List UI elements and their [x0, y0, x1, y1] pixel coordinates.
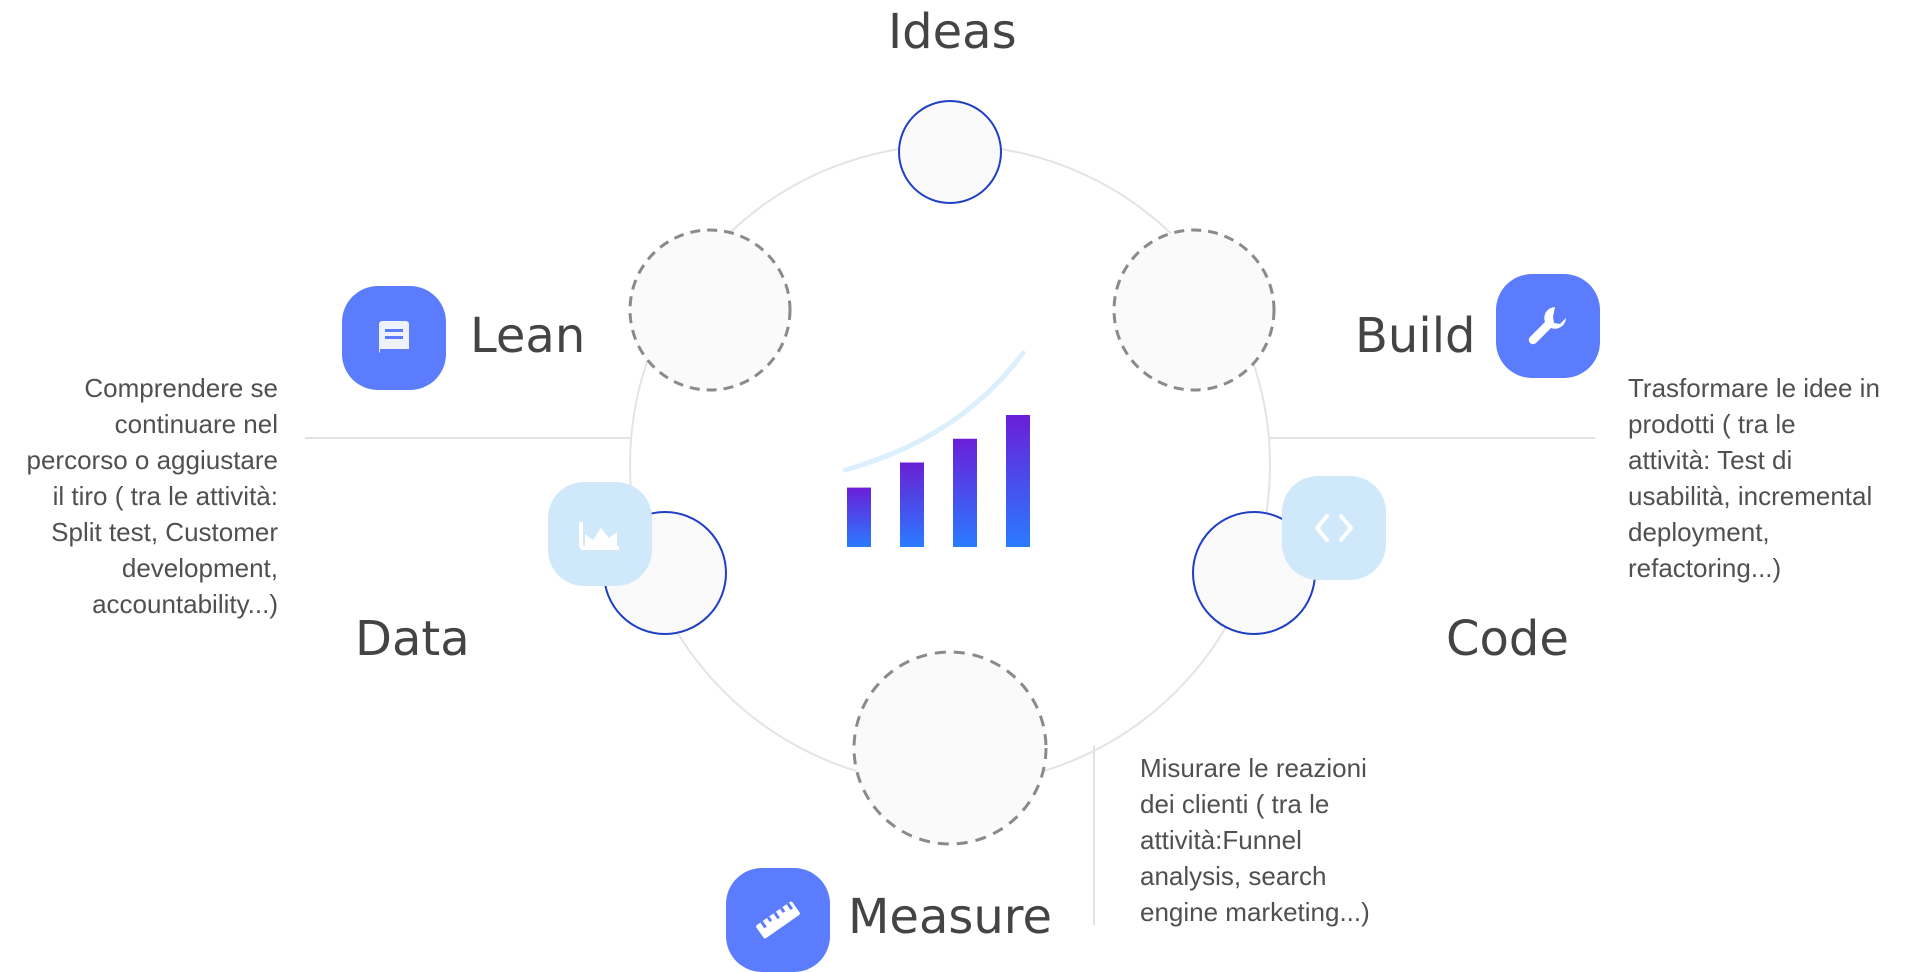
build-description-line: attività: Test di	[1628, 445, 1793, 475]
data-label: Data	[355, 611, 470, 667]
lean-description-line: il tiro ( tra le attività:	[52, 481, 278, 511]
measure-description-line: Misurare le reazioni	[1140, 753, 1367, 783]
chart-bar	[953, 438, 977, 547]
measure-node	[852, 650, 1048, 846]
central-bar-chart	[847, 415, 1030, 547]
measure-description-line: analysis, search	[1140, 861, 1327, 891]
chart-bar	[900, 462, 924, 547]
area-chart-icon	[579, 522, 619, 550]
ideas-node	[898, 100, 1002, 204]
build-node	[1112, 228, 1276, 392]
build-description: Trasformare le idee in prodotti ( tra le…	[1628, 370, 1903, 586]
lean-description-line: Comprendere se	[84, 373, 278, 403]
build-tile	[1496, 274, 1600, 378]
book-icon	[379, 321, 409, 354]
build-description-line: deployment,	[1628, 517, 1770, 547]
code-label: Code	[1446, 611, 1569, 667]
measure-description-line: dei clienti ( tra le	[1140, 789, 1330, 819]
growth-curve	[842, 350, 1026, 473]
lean-node	[628, 228, 792, 392]
lean-description-line: Split test, Customer	[51, 517, 278, 547]
code-brackets-icon	[1315, 514, 1353, 542]
measure-description-line: engine marketing...)	[1140, 897, 1370, 927]
wrench-icon	[1528, 307, 1566, 345]
lean-description-line: development,	[121, 553, 278, 583]
build-description-line: refactoring...)	[1628, 553, 1782, 583]
measure-tile	[726, 868, 830, 972]
lean-description: Comprendere se continuare nel percorso o…	[0, 370, 278, 622]
measure-description: Misurare le reazioni dei clienti ( tra l…	[1140, 750, 1410, 930]
ideas-label: Ideas	[888, 4, 1017, 60]
lean-description-line: continuare nel	[114, 409, 278, 439]
measure-label: Measure	[848, 889, 1052, 945]
chart-bar	[847, 487, 871, 547]
lean-description-line: percorso o aggiustare	[26, 445, 278, 475]
build-description-line: prodotti ( tra le	[1628, 409, 1796, 439]
data-tile	[548, 482, 652, 586]
code-tile	[1282, 476, 1386, 580]
lean-tile	[342, 286, 446, 390]
build-description-line: usabilità, incremental	[1628, 481, 1873, 511]
lean-label: Lean	[470, 308, 586, 364]
chart-bar	[1006, 415, 1030, 547]
lean-description-line: accountability...)	[92, 589, 278, 619]
build-description-line: Trasformare le idee in	[1628, 373, 1880, 403]
ruler-icon	[756, 901, 800, 939]
measure-description-line: attività:Funnel	[1140, 825, 1302, 855]
build-label: Build	[1355, 308, 1476, 364]
